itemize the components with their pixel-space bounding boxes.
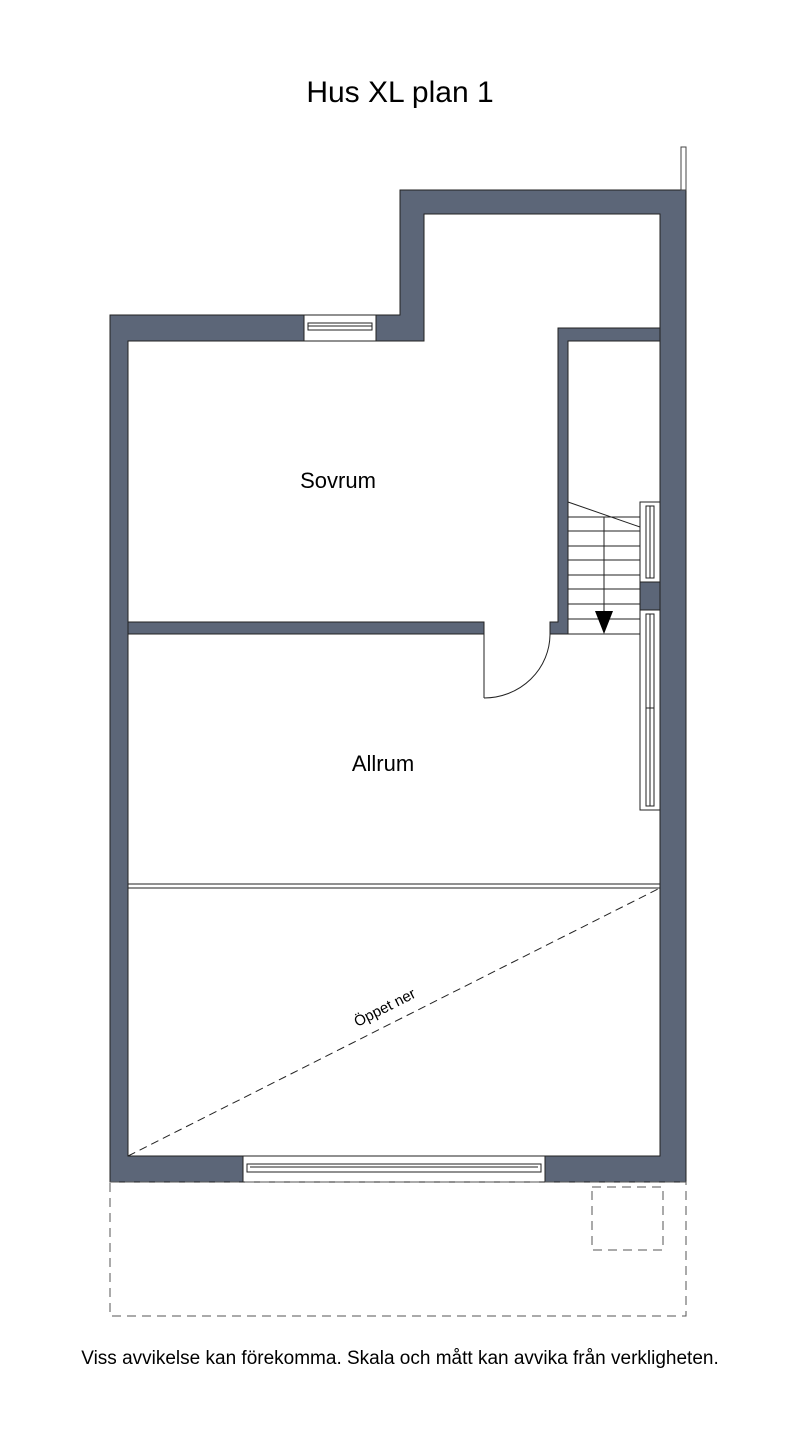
room-label-sovrum: Sovrum bbox=[300, 468, 376, 493]
plan-title: Hus XL plan 1 bbox=[306, 76, 494, 109]
balcony-edge bbox=[128, 883, 660, 889]
open-below-diagonal bbox=[127, 887, 661, 1157]
window-bottom bbox=[242, 1155, 546, 1183]
disclaimer: Viss avvikelse kan förekomma. Skala och … bbox=[81, 1348, 719, 1369]
window-top bbox=[303, 314, 377, 342]
interior-walls bbox=[127, 327, 661, 635]
door bbox=[483, 633, 551, 699]
window-right-lower bbox=[639, 609, 661, 811]
window-right-upper bbox=[639, 501, 661, 583]
fence-post bbox=[680, 146, 687, 191]
outdoor-feature-outline bbox=[591, 1186, 664, 1251]
stair-direction-arrow-icon bbox=[595, 611, 613, 634]
room-label-allrum: Allrum bbox=[352, 751, 414, 776]
ground-floor-outline bbox=[109, 1181, 687, 1317]
interior-floor bbox=[127, 213, 661, 1157]
